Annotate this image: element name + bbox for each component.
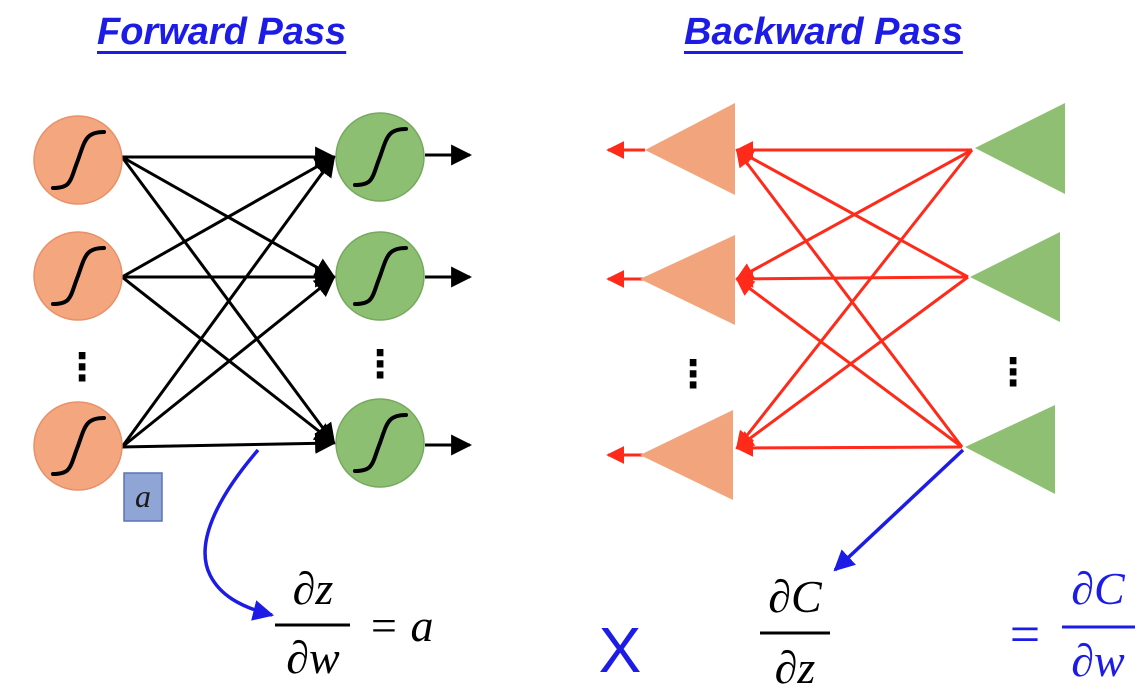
forward-formula: ∂z ∂w = a xyxy=(275,563,434,683)
result-formula-numerator: ∂C xyxy=(1071,563,1126,614)
backward-edge xyxy=(735,269,969,288)
backward-annotation-arrow xyxy=(833,448,965,572)
forward-annotation-arrow xyxy=(203,448,275,621)
result-formula: = ∂C ∂w xyxy=(1010,563,1135,686)
sigmoid-icon xyxy=(51,246,106,306)
sigmoid-icon xyxy=(51,416,106,476)
backward-left-triangle xyxy=(640,410,733,500)
output-neuron xyxy=(335,112,425,202)
backward-edge xyxy=(735,277,963,449)
forward-edge xyxy=(121,155,336,279)
backward-right-triangle xyxy=(970,232,1060,322)
sigmoid-icon xyxy=(353,413,408,473)
sigmoid-icon xyxy=(51,130,106,190)
backward-right-triangles xyxy=(965,103,1065,494)
output-neuron xyxy=(335,398,425,488)
backward-pass-title: Backward Pass xyxy=(684,11,963,53)
backward-left-triangles xyxy=(640,103,735,500)
activation-label-text: a xyxy=(135,478,151,514)
backward-left-ellipsis: ⋮ xyxy=(674,352,712,396)
backward-formula: ∂C ∂z xyxy=(760,571,830,693)
backward-network: ⋮ ⋮ ∂C ∂z xyxy=(606,103,1065,693)
forward-formula-denominator: ∂w xyxy=(286,632,340,683)
backward-formula-denominator: ∂z xyxy=(775,642,816,693)
backward-edge xyxy=(735,149,974,450)
backward-edge xyxy=(735,148,964,448)
input-neuron xyxy=(33,231,123,321)
backward-edge xyxy=(735,148,969,279)
forward-pass-title: Forward Pass xyxy=(97,11,347,53)
backward-right-triangle xyxy=(965,405,1055,494)
forward-output-neurons xyxy=(335,112,425,488)
forward-formula-rhs: = a xyxy=(368,600,434,651)
sigmoid-icon xyxy=(353,127,408,187)
sigmoid-icon xyxy=(353,246,408,306)
forward-edge xyxy=(120,155,336,448)
backward-right-triangle xyxy=(975,103,1065,194)
backward-connections xyxy=(606,141,974,464)
backward-right-ellipsis: ⋮ xyxy=(994,350,1032,394)
input-ellipsis: ⋮ xyxy=(63,345,101,389)
forward-edge xyxy=(121,275,336,449)
output-ellipsis: ⋮ xyxy=(361,342,399,386)
forward-edge xyxy=(121,432,337,454)
multiply-symbol: X xyxy=(599,614,642,686)
forward-input-neurons xyxy=(33,115,123,491)
backward-left-triangle xyxy=(640,235,735,325)
input-neuron xyxy=(33,115,123,205)
result-formula-denominator: ∂w xyxy=(1071,635,1125,686)
backward-formula-numerator: ∂C xyxy=(768,571,823,622)
result-equals: = xyxy=(1010,604,1040,664)
input-neuron xyxy=(33,401,123,491)
backward-edge xyxy=(735,438,963,457)
activation-label: a xyxy=(123,472,163,522)
forward-edge xyxy=(121,275,336,445)
forward-formula-numerator: ∂z xyxy=(293,563,334,614)
output-neuron xyxy=(335,231,425,321)
backward-left-triangle xyxy=(645,103,735,195)
forward-network: ⋮ ⋮ a ∂z ∂w = a xyxy=(33,112,473,683)
forward-connections xyxy=(120,144,473,456)
backward-edge xyxy=(735,275,969,450)
